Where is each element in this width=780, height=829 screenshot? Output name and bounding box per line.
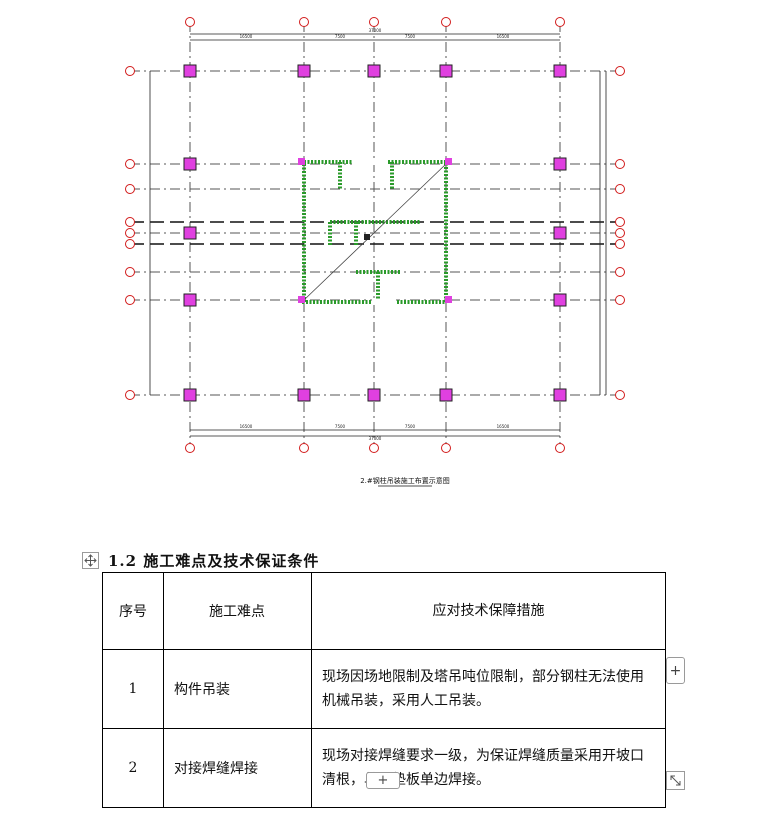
header-measure: 应对技术保障措施	[311, 572, 666, 650]
table-resize-handle[interactable]	[666, 771, 685, 790]
dim-top-1: 16500	[240, 34, 253, 39]
dim-bottom-3: 7500	[405, 424, 416, 429]
row-no: 2	[102, 728, 164, 808]
table-header-row: 序号 施工难点 应对技术保障措施	[102, 572, 666, 650]
core-wall-gaps	[352, 159, 396, 305]
dim-top-2: 7500	[335, 34, 346, 39]
row-measure: 现场因场地限制及塔吊吨位限制，部分钢柱无法使用机械吊装，采用人工吊装。	[311, 649, 666, 729]
dim-total-bottom: 37000	[369, 436, 382, 441]
header-difficulty: 施工难点	[163, 572, 312, 650]
steel-columns	[183, 64, 567, 402]
difficulties-table: 序号 施工难点 应对技术保障措施 1 构件吊装 现场因场地限制及塔吊吨位限制，部…	[102, 572, 666, 808]
dimension-texts: 37000 16500 7500 7500 16500 16500 7500 7…	[240, 28, 510, 441]
table-move-handle[interactable]	[82, 552, 99, 569]
move-arrows-icon	[84, 554, 97, 567]
header-no: 序号	[102, 572, 164, 650]
section-title: 1.2 施工难点及技术保证条件	[108, 552, 320, 570]
table-row: 2 对接焊缝焊接 现场对接焊缝要求一级，为保证焊缝质量采用开坡口清根，单边垫板单…	[102, 728, 666, 808]
grid-lines	[130, 22, 620, 448]
row-difficulty: 对接焊缝焊接	[163, 728, 312, 808]
dim-bottom-2: 7500	[335, 424, 346, 429]
dim-bottom-4: 16500	[497, 424, 510, 429]
dimension-lines	[149, 33, 607, 437]
row-measure: 现场对接焊缝要求一级，为保证焊缝质量采用开坡口清根，单边垫板单边焊接。	[311, 728, 666, 808]
dim-top-3: 7500	[405, 34, 416, 39]
tower-crane-track-lines	[130, 221, 620, 245]
add-row-button[interactable]: +	[366, 772, 400, 789]
structural-plan-drawing: 37000 16500 7500 7500 16500 16500 7500 7…	[125, 17, 625, 487]
crane-boom-line	[303, 163, 447, 301]
row-no: 1	[102, 649, 164, 729]
dim-total-top: 37000	[369, 28, 382, 33]
add-column-button[interactable]: +	[666, 657, 685, 684]
axis-bubbles	[125, 17, 625, 453]
dim-top-4: 16500	[497, 34, 510, 39]
resize-diagonal-icon	[670, 775, 681, 786]
row-difficulty: 构件吊装	[163, 649, 312, 729]
table-row: 1 构件吊装 现场因场地限制及塔吊吨位限制，部分钢柱无法使用机械吊装，采用人工吊…	[102, 649, 666, 729]
drawing-caption: 2.#钢柱吊装施工布置示意图	[360, 476, 450, 485]
dim-bottom-1: 16500	[240, 424, 253, 429]
